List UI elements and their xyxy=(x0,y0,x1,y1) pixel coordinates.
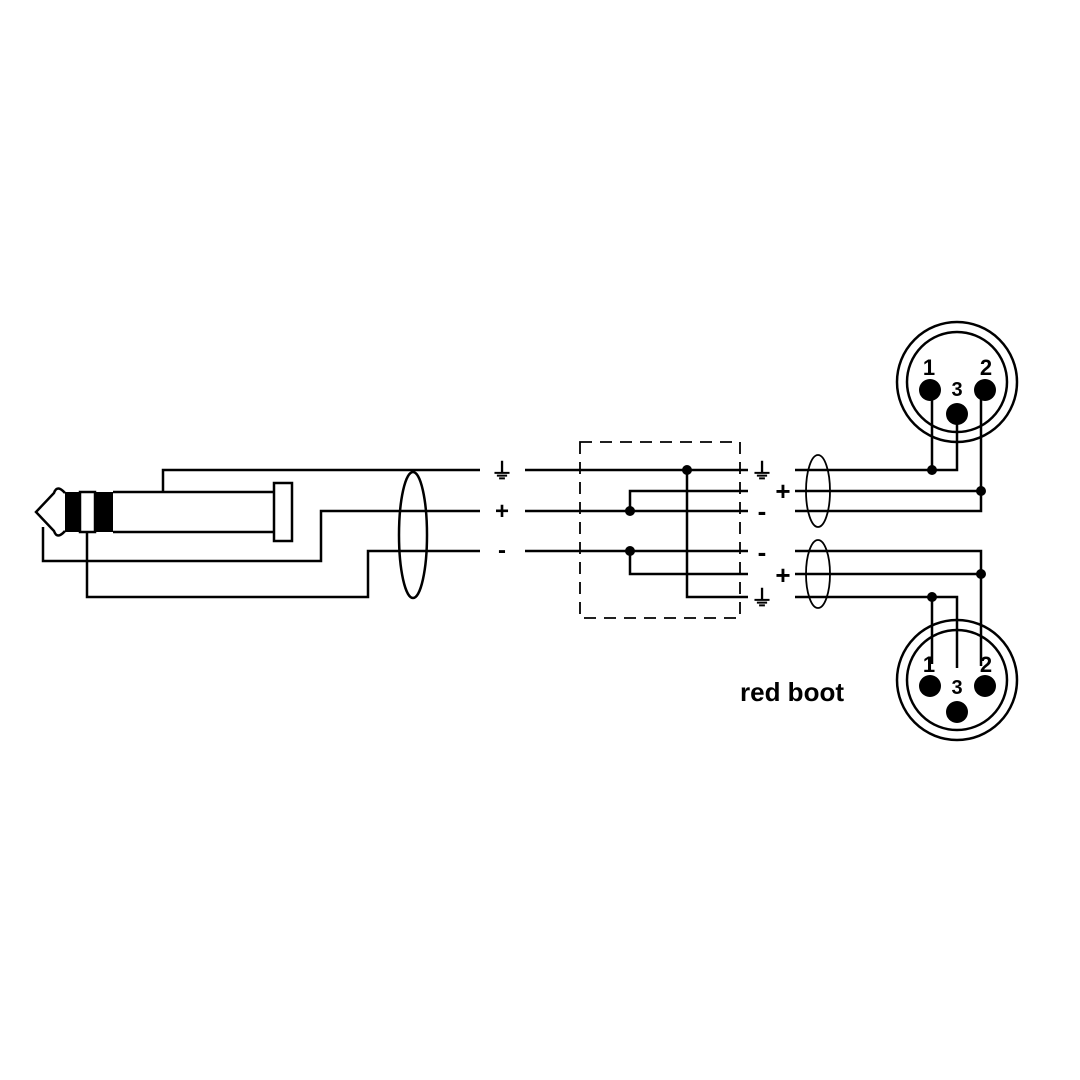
xlr-connector-bottom: 1 2 3 xyxy=(895,618,1019,742)
wire-minus-left xyxy=(85,532,480,599)
cable-shield-bottom xyxy=(805,539,831,609)
red-boot-note: red boot xyxy=(740,677,844,707)
wire-plus-left xyxy=(41,509,480,563)
plug-flange xyxy=(272,481,294,543)
wire-ground-left xyxy=(161,468,480,492)
label-plus: + xyxy=(495,498,509,525)
wire-plus-split xyxy=(628,489,748,511)
label-ground-top: ⏚ xyxy=(751,459,773,484)
trs-plug xyxy=(34,481,294,543)
wire-minus-split xyxy=(628,551,748,576)
cable-shield-left xyxy=(397,470,429,600)
pin-1-label: 1 xyxy=(923,355,935,380)
plug-band-tip xyxy=(65,492,80,532)
pin-1-label: 1 xyxy=(923,652,935,677)
pin-2-label: 2 xyxy=(980,355,992,380)
pin-2-label: 2 xyxy=(980,652,992,677)
junction-dot xyxy=(682,465,692,475)
pin-2 xyxy=(974,675,996,697)
label-ground-bottom: ⏚ xyxy=(751,586,773,611)
junction-dot xyxy=(625,546,635,556)
pin-3 xyxy=(946,403,968,425)
pin-3 xyxy=(946,701,968,723)
pin-1 xyxy=(919,675,941,697)
plug-band-ring xyxy=(95,492,113,532)
junction-dot xyxy=(976,569,986,579)
label-minus: - xyxy=(498,537,506,564)
label-ground: ⏚ xyxy=(491,459,513,484)
junction-dot xyxy=(976,486,986,496)
xlr-connector-top: 1 2 3 xyxy=(895,320,1019,444)
junction-dot xyxy=(625,506,635,516)
label-minus-top: - xyxy=(758,496,767,526)
label-plus-bottom: + xyxy=(775,560,790,590)
splitter-box xyxy=(579,441,741,619)
wires-xlr-bottom xyxy=(795,549,983,668)
wires-splitter-main xyxy=(525,468,748,553)
pin-3-label: 3 xyxy=(951,677,962,699)
plug-tip xyxy=(34,487,66,537)
pin-3-label: 3 xyxy=(951,379,962,401)
wire-ground-split xyxy=(685,470,748,599)
label-plus-top: + xyxy=(775,476,790,506)
label-minus-bottom: - xyxy=(758,537,767,567)
junction-dot xyxy=(927,592,937,602)
pin-1 xyxy=(919,379,941,401)
plug-sleeve xyxy=(113,490,274,534)
junction-dot xyxy=(927,465,937,475)
plug-insulator xyxy=(78,490,97,534)
wires-xlr-top xyxy=(795,390,983,513)
cable-shield-top xyxy=(805,454,831,528)
pin-2 xyxy=(974,379,996,401)
